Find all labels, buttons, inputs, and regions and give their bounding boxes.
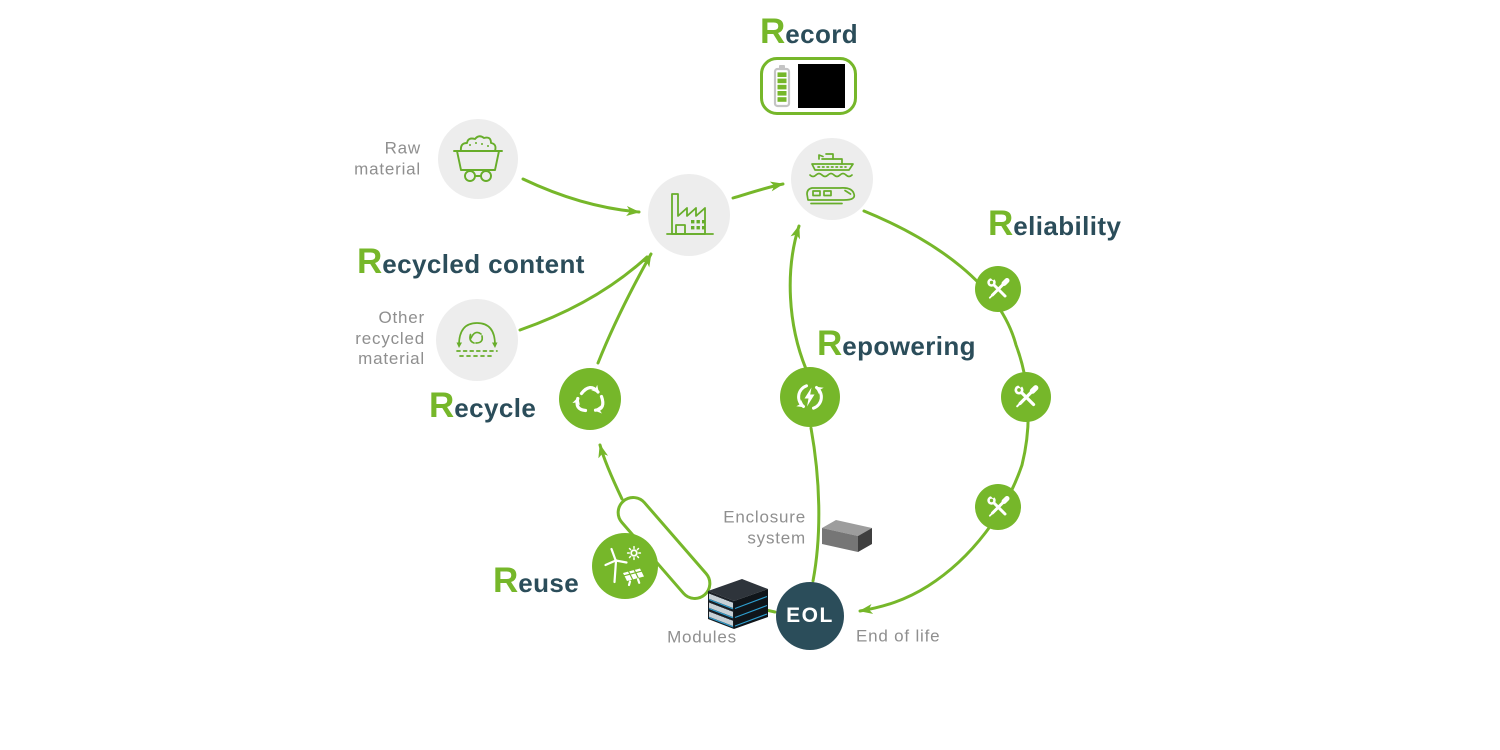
connector-factory-to-transport — [731, 181, 785, 200]
crossed-tools-icon — [1014, 383, 1039, 408]
enclosure-system-label: Enclosure system — [723, 507, 806, 547]
enclosure-box-icon — [818, 512, 876, 559]
end-of-life-label: End of life — [856, 626, 941, 646]
other-recycled-material-label: Other recycled material — [355, 307, 425, 369]
repowering-node — [780, 367, 840, 427]
recycle-initial: R — [429, 386, 455, 425]
factory-icon — [666, 193, 714, 235]
raw-material-label: Raw material — [354, 138, 421, 178]
connector-reliability-arc — [858, 209, 1030, 614]
reuse-initial: R — [493, 561, 519, 600]
repowering-rest: epowering — [842, 331, 976, 361]
transport-node — [791, 138, 873, 220]
modules-label: Modules — [667, 627, 737, 647]
reliability-service-node-1 — [975, 266, 1021, 312]
recycled-content-initial: R — [357, 242, 383, 281]
reuse-rest: euse — [518, 568, 580, 598]
reliability-service-node-3 — [975, 484, 1021, 530]
repowering-initial: R — [817, 324, 843, 363]
crossed-tools-icon — [987, 494, 1010, 517]
wind-solar-icon — [604, 545, 644, 587]
eol-badge-text: EOL — [786, 604, 834, 627]
connector-raw-to-factory — [521, 177, 641, 216]
recycle-dome-icon — [456, 322, 498, 357]
record-title-rest: ecord — [785, 19, 859, 49]
recharge-cycle-bolt-icon — [796, 384, 824, 410]
recycle-arrows-icon — [572, 384, 605, 414]
ship-and-train-icon — [806, 153, 856, 205]
reliability-rest: eliability — [1013, 211, 1122, 241]
crossed-tools-icon — [987, 276, 1010, 299]
connector-loop-to-recycle — [598, 443, 624, 501]
eol-node: EOL — [776, 582, 844, 650]
connector-other-recycled-to-factory — [518, 255, 649, 332]
reliability-service-node-2 — [1001, 372, 1051, 422]
record-badge — [760, 57, 857, 115]
mine-cart-icon — [453, 135, 503, 182]
factory-node — [648, 174, 730, 256]
connector-eol-to-repowering — [809, 426, 821, 583]
raw-material-node — [438, 119, 518, 199]
black-label-screen — [798, 64, 845, 108]
recycle-node — [559, 368, 621, 430]
other-recycled-material-node — [436, 299, 518, 381]
battery-icon — [773, 65, 791, 108]
record-title-initial: R — [759, 12, 786, 51]
module-stack-icon — [702, 575, 776, 640]
recycled-content-rest: ecycled content — [382, 249, 585, 279]
reliability-initial: R — [988, 204, 1014, 243]
connector-recycle-to-factory — [596, 252, 653, 365]
reuse-node — [592, 533, 658, 599]
connector-repowering-to-transport — [788, 224, 808, 371]
recycle-rest: ecycle — [454, 393, 537, 423]
